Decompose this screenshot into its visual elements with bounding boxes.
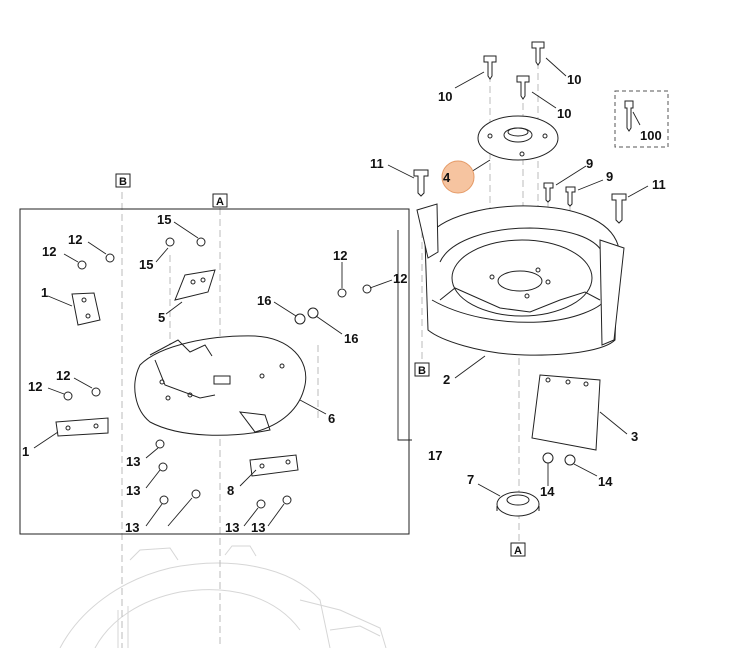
callout-13: 13 — [251, 520, 265, 535]
callout-13: 13 — [225, 520, 239, 535]
callout-14: 14 — [540, 484, 555, 499]
part-2-fan-housing — [416, 203, 625, 356]
highlight-callout-4[interactable] — [441, 160, 475, 194]
part-4-flange-plate — [477, 115, 559, 161]
callout-1: 1 — [22, 444, 29, 459]
callout-12: 12 — [56, 368, 70, 383]
screws — [63, 41, 627, 401]
svg-text:B: B — [418, 365, 426, 377]
callout-13: 13 — [125, 520, 139, 535]
part-7-bushing — [496, 491, 540, 517]
callout-13: 13 — [126, 454, 140, 469]
callout-17: 17 — [428, 448, 442, 463]
reference-box-b-top: B — [115, 173, 131, 188]
callout-11: 11 — [370, 156, 384, 171]
callout-11: 11 — [652, 177, 666, 192]
callout-13: 13 — [126, 483, 140, 498]
callout-12: 12 — [28, 379, 42, 394]
callout-5: 5 — [158, 310, 165, 325]
callout-15: 15 — [139, 257, 153, 272]
callout-4: 4 — [443, 170, 451, 185]
part-5-clip-plate — [174, 269, 216, 301]
nuts — [155, 307, 576, 509]
part-100-inset — [614, 90, 669, 148]
callout-12: 12 — [333, 248, 347, 263]
callout-labels: 10 10 10 100 11 11 9 9 4 2 3 7 14 14 17 … — [22, 72, 666, 535]
svg-text:B: B — [119, 176, 127, 188]
callout-12: 12 — [393, 271, 407, 286]
assembly-box-17 — [19, 208, 410, 535]
callout-12: 12 — [42, 244, 56, 259]
callout-8: 8 — [227, 483, 234, 498]
callout-12: 12 — [68, 232, 82, 247]
callout-7: 7 — [467, 472, 474, 487]
callout-2: 2 — [443, 372, 450, 387]
callout-15: 15 — [157, 212, 171, 227]
callout-100: 100 — [640, 128, 662, 143]
part-6-base-plate — [134, 335, 307, 436]
callout-14: 14 — [598, 474, 613, 489]
svg-text:A: A — [514, 545, 522, 557]
ghost-housing-outline — [59, 545, 387, 648]
callout-9: 9 — [586, 156, 593, 171]
reference-box-a-bottom: A — [510, 542, 526, 557]
callout-16: 16 — [257, 293, 271, 308]
callout-3: 3 — [631, 429, 638, 444]
part-8-clip-plate — [249, 454, 299, 477]
callout-10: 10 — [557, 106, 571, 121]
part-1-bracket-lower — [55, 417, 109, 437]
reference-box-b-side: B — [414, 362, 430, 377]
callout-6: 6 — [328, 411, 335, 426]
part-3-deflector — [531, 374, 601, 451]
svg-text:A: A — [216, 196, 224, 208]
callout-16: 16 — [344, 331, 358, 346]
reference-box-a-top: A — [212, 193, 228, 208]
callout-1: 1 — [41, 285, 48, 300]
callout-10: 10 — [567, 72, 581, 87]
callout-10: 10 — [438, 89, 452, 104]
part-1-bracket-upper — [71, 292, 101, 326]
callout-9: 9 — [606, 169, 613, 184]
